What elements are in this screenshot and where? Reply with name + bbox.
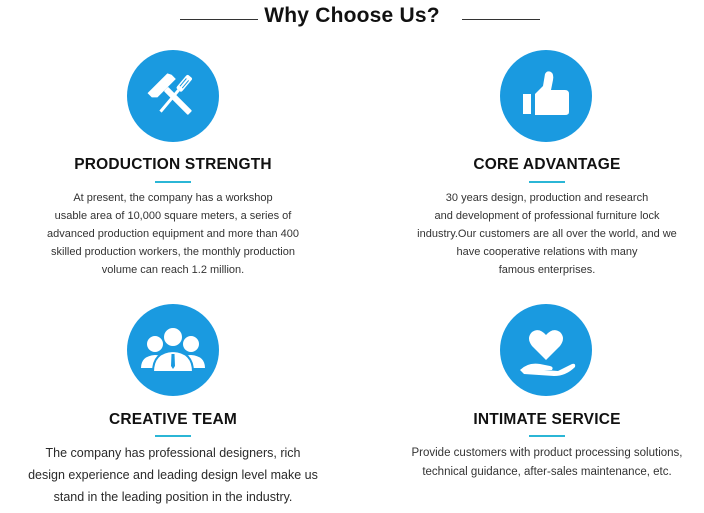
hammer-screwdriver-icon bbox=[127, 50, 219, 142]
feature-description: At present, the company has a workshop u… bbox=[47, 192, 299, 276]
feature-heading: PRODUCTION STRENGTH bbox=[74, 156, 272, 173]
team-icon bbox=[127, 304, 219, 396]
page-title: Why Choose Us? bbox=[0, 4, 704, 28]
heading-underline bbox=[529, 181, 565, 183]
heading-underline bbox=[155, 181, 191, 183]
feature-description: 30 years design, production and research… bbox=[417, 192, 677, 276]
heading-underline bbox=[155, 435, 191, 437]
heart-hand-icon bbox=[500, 304, 592, 396]
feature-heading: INTIMATE SERVICE bbox=[473, 411, 621, 428]
heading-underline bbox=[529, 435, 565, 437]
feature-description: The company has professional designers, … bbox=[28, 446, 318, 504]
section-header: Why Choose Us? bbox=[0, 0, 704, 40]
feature-heading: CREATIVE TEAM bbox=[108, 411, 238, 428]
title-divider-left bbox=[180, 19, 258, 20]
title-divider-right bbox=[462, 19, 540, 20]
feature-description: Provide customers with product processin… bbox=[411, 447, 683, 478]
feature-heading: CORE ADVANTAGE bbox=[473, 156, 621, 173]
thumbs-up-icon bbox=[500, 50, 592, 142]
